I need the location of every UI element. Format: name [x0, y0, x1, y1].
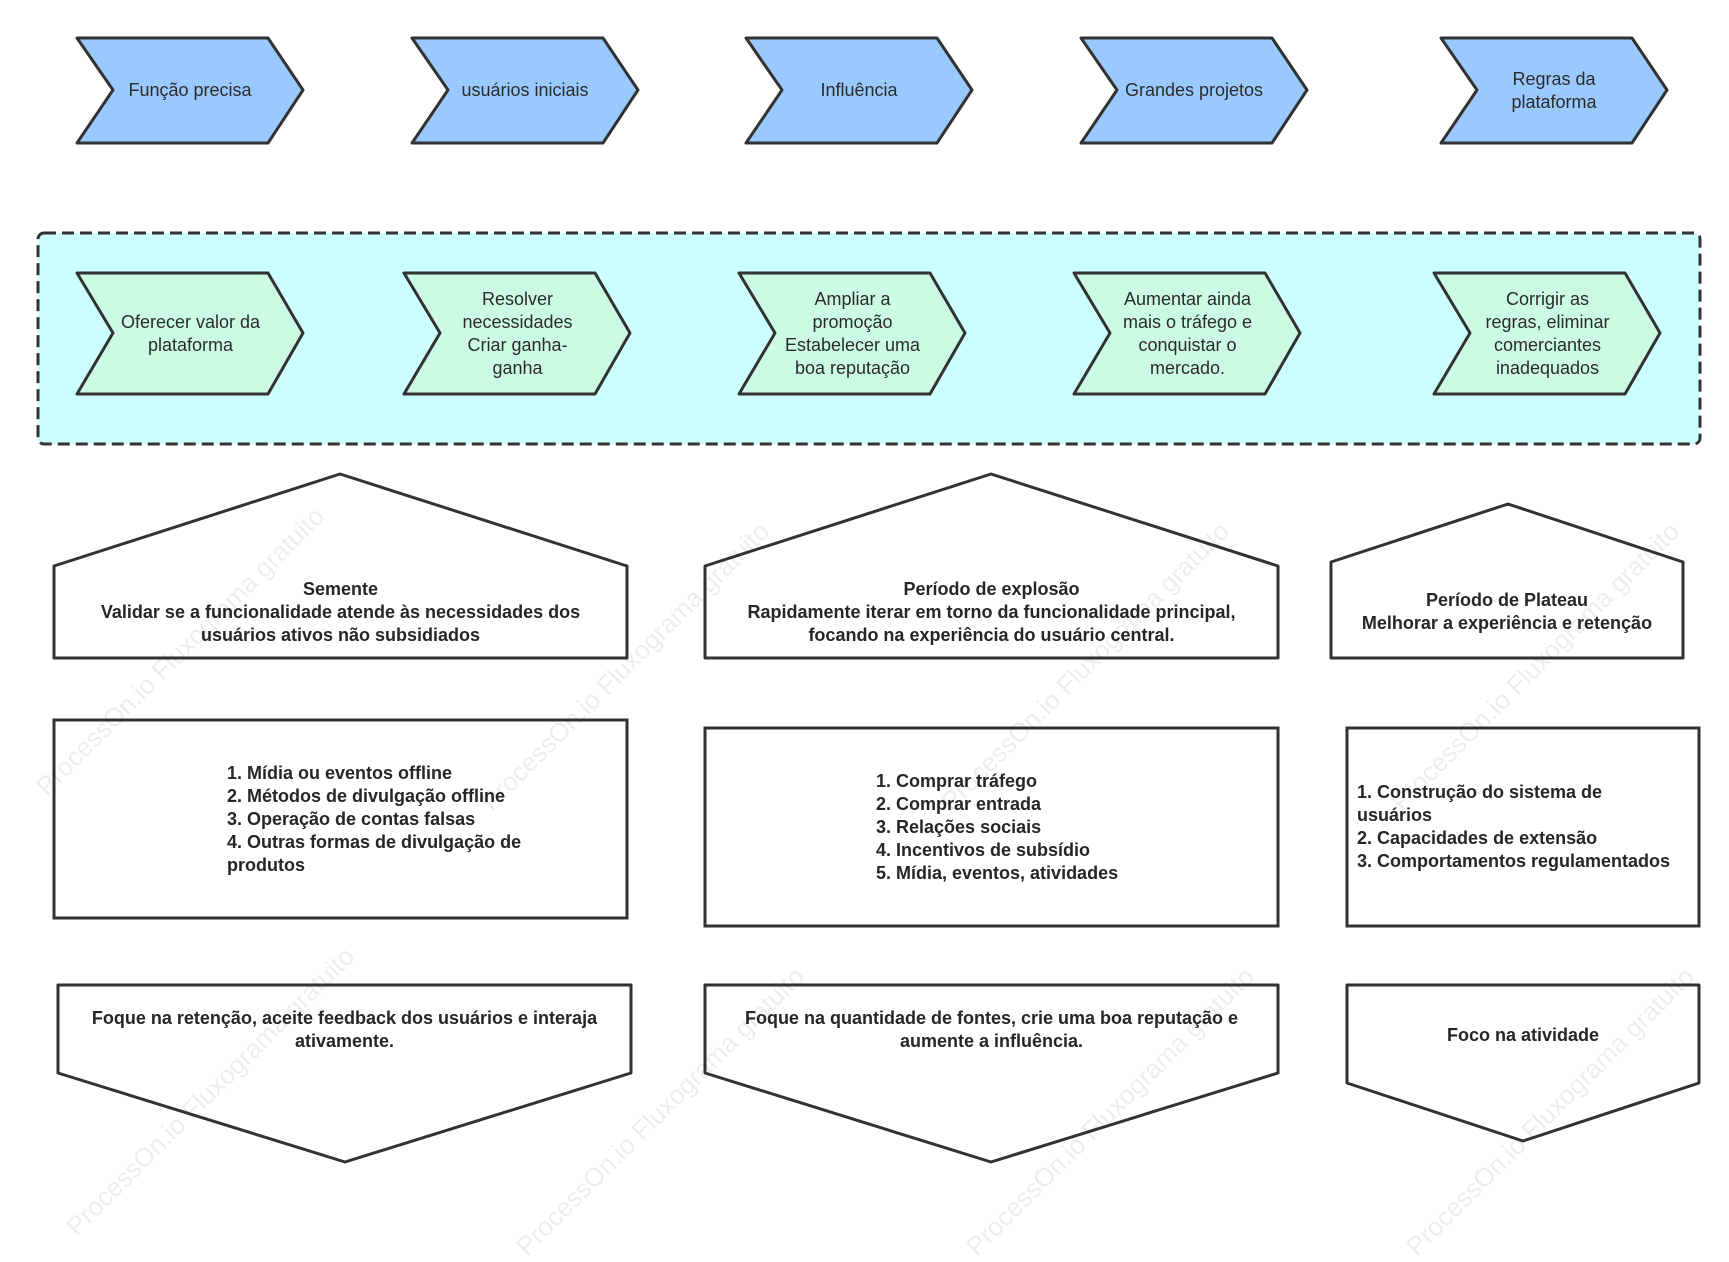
step-label: Resolver necessidades Criar ganha- ganha: [462, 288, 573, 378]
phase-label: Influência: [820, 80, 898, 100]
focus-pentagon[interactable]: [703, 983, 1280, 1164]
phase-chevron[interactable]: [410, 36, 640, 145]
methods-list: 1. Construção do sistema de usuários 2. …: [1347, 728, 1699, 926]
step-chevron[interactable]: [75, 271, 305, 396]
stage-label: Período de Plateau Melhorar a experiênci…: [1361, 590, 1653, 633]
methods-box[interactable]: [703, 726, 1280, 928]
step-label: Oferecer valor da plataforma: [120, 311, 261, 355]
step-chevron[interactable]: [1432, 271, 1662, 396]
step-label: Ampliar a promoção Estabelecer uma boa r…: [784, 288, 921, 378]
diagram-canvas: [36, 36, 1702, 1164]
methods-list: 1. Comprar tráfego 2. Comprar entrada 3.…: [705, 728, 1278, 926]
focus-pentagon[interactable]: [56, 983, 633, 1164]
methods-box[interactable]: [1345, 726, 1701, 928]
methods-list: 1. Mídia ou eventos offline 2. Métodos d…: [54, 720, 627, 918]
step-chevron[interactable]: [737, 271, 967, 396]
stage-pentagon[interactable]: [52, 472, 629, 660]
methods-box[interactable]: [52, 718, 629, 920]
stage-label: Semente Validar se a funcionalidade aten…: [100, 578, 581, 645]
step-label: Corrigir as regras, eliminar comerciante…: [1485, 288, 1610, 378]
phase-chevron[interactable]: [744, 36, 974, 145]
phase-chevron[interactable]: [1079, 36, 1309, 145]
methods-list-text: 1. Construção do sistema de usuários 2. …: [1357, 782, 1671, 871]
methods-list-text: 1. Mídia ou eventos offline 2. Métodos d…: [227, 762, 522, 875]
phase-label: Função precisa: [128, 80, 252, 100]
stage-pentagon[interactable]: [1329, 502, 1685, 660]
methods-list-text: 1. Comprar tráfego 2. Comprar entrada 3.…: [876, 770, 1119, 883]
focus-pentagon[interactable]: [1345, 983, 1701, 1143]
step-label: Aumentar ainda mais o tráfego e conquist…: [1122, 288, 1253, 378]
focus-label: Foque na retenção, aceite feedback dos u…: [91, 1008, 598, 1051]
phase-label: Grandes projetos: [1124, 80, 1264, 100]
phase-label: Regras da plataforma: [1511, 68, 1597, 112]
focus-label: Foco na atividade: [1446, 1024, 1600, 1045]
phase-chevron[interactable]: [1439, 36, 1669, 145]
phase-chevron[interactable]: [75, 36, 305, 145]
stage-label: Período de explosão Rapidamente iterar e…: [747, 578, 1236, 645]
stage-pentagon[interactable]: [703, 472, 1280, 660]
focus-label: Foque na quantidade de fontes, crie uma …: [744, 1008, 1239, 1051]
phase-label: usuários iniciais: [461, 80, 589, 100]
step-chevron[interactable]: [402, 271, 632, 396]
step-chevron[interactable]: [1072, 271, 1302, 396]
